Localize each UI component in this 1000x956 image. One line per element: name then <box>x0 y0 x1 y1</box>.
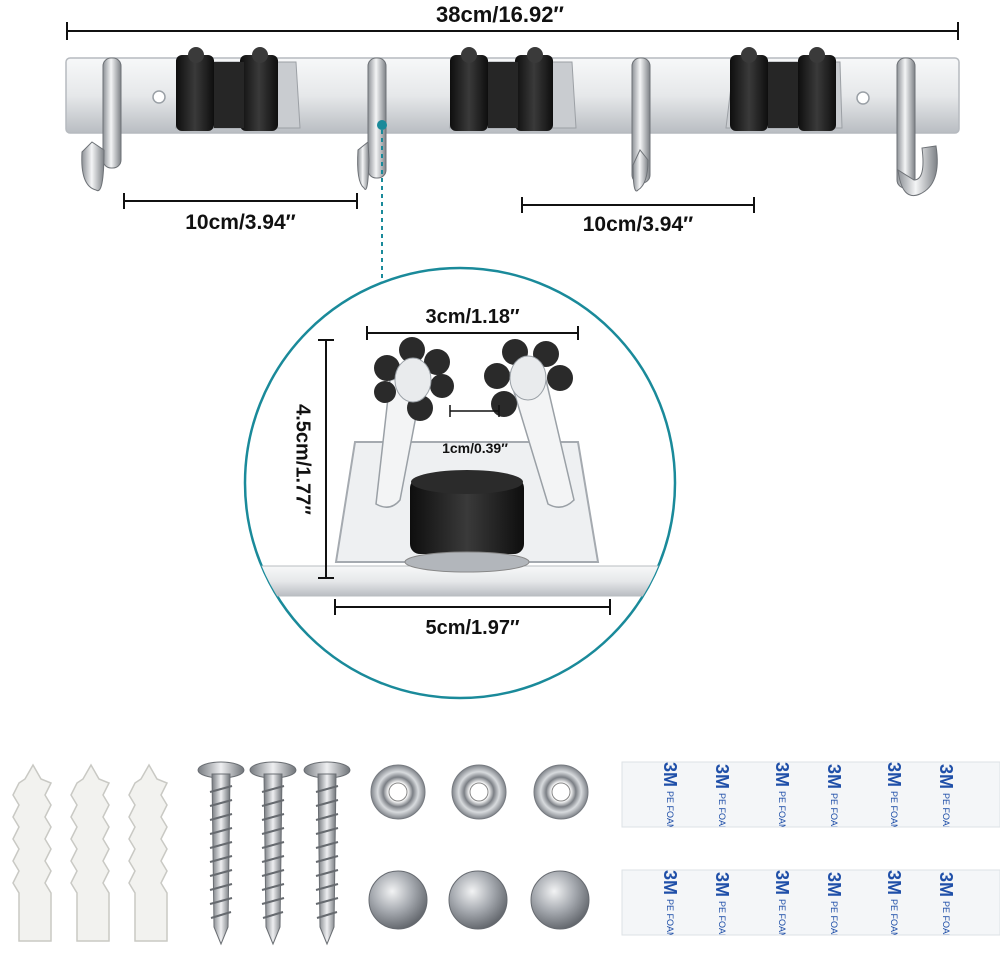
clip-width-line <box>366 326 579 340</box>
hook-spacing-right-label: 10cm/3.94″ <box>582 213 694 236</box>
tape-brand: 3M <box>824 872 845 898</box>
rack-clips <box>175 47 843 131</box>
zoom-detail-circle <box>243 266 677 700</box>
washers <box>370 764 589 820</box>
roller-gap-label: 1cm/0.39″ <box>442 440 508 456</box>
hook-spacing-left-label: 10cm/3.94″ <box>185 211 296 234</box>
tape-print-mark: 3M PE FOAM <box>640 870 700 935</box>
screw-cap-3 <box>530 870 590 930</box>
callout-connector <box>377 120 387 282</box>
tape-material: PE FOAM <box>717 901 727 935</box>
wall-anchor-1 <box>12 763 53 942</box>
total-length-dimension-line <box>66 22 959 40</box>
tape-material: PE FOAM <box>941 901 951 935</box>
tape-print-mark: 3M PE FOAM <box>916 872 976 935</box>
tape-brand: 3M <box>712 764 733 790</box>
hook-4 <box>896 57 938 196</box>
total-length-label: 38cm/16.92″ <box>436 2 564 27</box>
screw-cap-1 <box>368 870 428 930</box>
clip-height-line <box>318 339 334 579</box>
tape-print-mark: 3M PE FOAM <box>640 762 700 827</box>
screws <box>197 761 351 946</box>
tape-brand: 3M <box>712 872 733 898</box>
hook-spacing-right-line <box>521 197 755 213</box>
rack-clip-2 <box>449 47 577 131</box>
tape-print-mark: 3M PE FOAM <box>752 762 812 827</box>
tape-brand: 3M <box>772 762 793 788</box>
tape-brand: 3M <box>772 870 793 896</box>
tape-material: PE FOAM <box>829 793 839 827</box>
tape-print-mark: 3M PE FOAM <box>804 764 864 827</box>
tape-print-mark: 3M PE FOAM <box>692 872 752 935</box>
hooks <box>81 57 938 196</box>
wall-anchors <box>12 763 169 942</box>
tape-brand: 3M <box>936 764 957 790</box>
rack-clip-3 <box>725 47 843 131</box>
tape-brand: 3M <box>996 870 1000 896</box>
tape-print-mark: 3M PE FOAM <box>692 764 752 827</box>
tape-brand: 3M <box>884 870 905 896</box>
tape-material: PE FOAM <box>665 791 675 827</box>
screw-cap-2 <box>448 870 508 930</box>
tape-brand: 3M <box>884 762 905 788</box>
tape-material: PE FOAM <box>777 899 787 935</box>
hook-spacing-left-line <box>123 193 358 209</box>
screw-3 <box>303 761 351 946</box>
tape-material: PE FOAM <box>941 793 951 827</box>
adhesive-tape-1 <box>621 761 1000 828</box>
tape-material: PE FOAM <box>717 793 727 827</box>
tape-material: PE FOAM <box>889 791 899 827</box>
tape-brand: 3M <box>660 762 681 788</box>
adhesive-tape-1-print: 3M PE FOAM 3M PE FOAM 3M PE FOAM 3M PE FOAM 3M PE… <box>622 762 1000 827</box>
mounting-hole-right <box>856 91 870 105</box>
tape-print-mark: 3M PE FOAM <box>864 762 924 827</box>
screw-1 <box>197 761 245 946</box>
adhesive-tape-2 <box>621 869 1000 936</box>
tape-brand: 3M <box>996 762 1000 788</box>
rack-clip-1 <box>175 47 301 131</box>
wall-anchor-2 <box>70 763 111 942</box>
tape-material: PE FOAM <box>829 901 839 935</box>
adhesive-tapes <box>621 761 1000 936</box>
tape-brand: 3M <box>660 870 681 896</box>
mounting-hole-left <box>152 90 166 104</box>
tape-print-mark: 3M PE FOAM <box>752 870 812 935</box>
clip-base-width-label: 5cm/1.97″ <box>425 617 520 639</box>
tape-print-mark: 3M PE FOAM <box>804 872 864 935</box>
clip-base-width-line <box>334 599 611 615</box>
tape-print-mark: 3M PE FOAM <box>864 870 924 935</box>
tape-brand: 3M <box>824 764 845 790</box>
tape-material: PE FOAM <box>889 899 899 935</box>
hook-3 <box>631 57 651 192</box>
screw-2 <box>249 761 297 946</box>
clip-height-label: 4.5cm/1.77″ <box>291 404 314 515</box>
adhesive-tape-2-print: 3M PE FOAM 3M PE FOAM 3M PE FOAM 3M PE FOAM 3M PE… <box>622 870 1000 935</box>
hook-1 <box>81 57 122 192</box>
tape-print-mark: 3M PE FOAM <box>916 764 976 827</box>
clip-width-label: 3cm/1.18″ <box>425 306 520 328</box>
tape-brand: 3M <box>936 872 957 898</box>
tape-material: PE FOAM <box>665 899 675 935</box>
wall-anchor-3 <box>128 763 169 942</box>
tape-material: PE FOAM <box>777 791 787 827</box>
screw-caps <box>368 870 590 930</box>
roller-gap-line <box>449 405 500 417</box>
